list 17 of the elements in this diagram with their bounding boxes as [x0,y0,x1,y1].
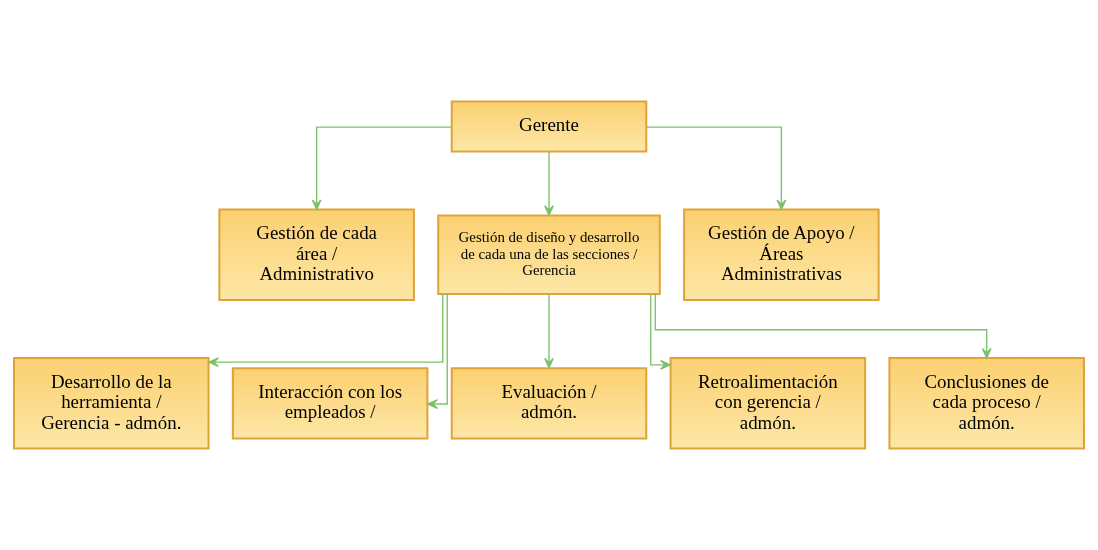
arrow [654,293,992,359]
arrow [650,293,671,370]
node-box: Retroalimentación con gerencia / admón. [669,357,867,450]
node-box: Gestión de diseño y desarrollo de cada una de las secciones / Gerencia [437,214,661,295]
arrow [208,293,444,368]
node-box: Gestión de cada área / Administrativo [218,208,415,301]
arrow [544,151,554,216]
node-box: Gerente [450,100,648,153]
node-box: Interacción con los empleados / [231,367,429,440]
arrow [427,293,448,409]
arrow [646,126,787,211]
node-box: Desarrollo de la herramienta / Gerencia - admón. [13,357,210,450]
node-box: Conclusiones de cada proceso / admón. [888,357,1085,450]
node-box: Evaluación / admón. [450,367,648,440]
arrow [544,293,554,369]
node-box: Gestión de Apoyo / Áreas Administrativas [683,208,880,301]
arrow [311,126,452,211]
